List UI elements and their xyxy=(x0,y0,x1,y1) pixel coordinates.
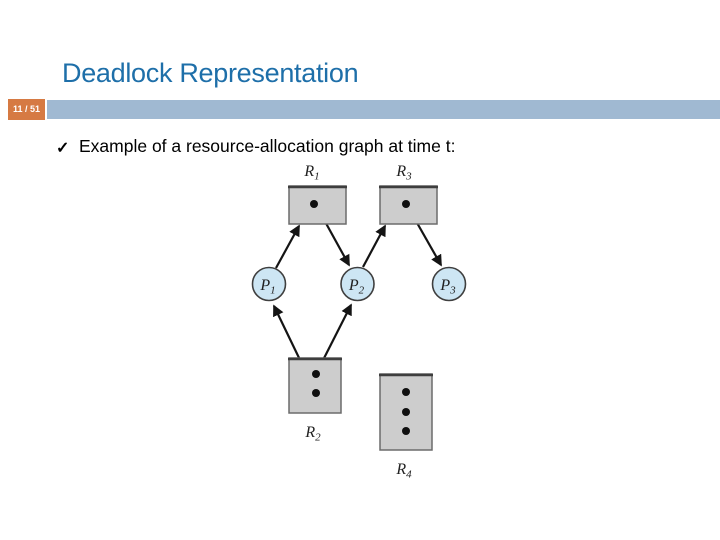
resource-node-r1: R1 xyxy=(288,163,347,225)
resource-instance-dot xyxy=(310,200,318,208)
header-bar xyxy=(47,100,720,119)
process-circle-p2 xyxy=(340,266,375,302)
resource-label-r3: R3 xyxy=(395,163,412,183)
resource-instance-dot xyxy=(402,388,410,396)
process-node-p2: P2 xyxy=(340,266,375,302)
process-label-p2: P2 xyxy=(348,277,365,297)
resource-label-r4: R4 xyxy=(395,461,412,481)
resource-node-r3: R3 xyxy=(379,163,438,225)
resource-instance-dot xyxy=(402,200,410,208)
edge-p2-r3-request xyxy=(362,224,386,268)
resource-instance-dot xyxy=(312,389,320,397)
resource-node-r2: R2 xyxy=(288,357,342,444)
process-label-p1: P1 xyxy=(259,277,275,297)
process-label-p3: P3 xyxy=(439,277,456,297)
process-circle-p1 xyxy=(251,266,287,302)
resource-instance-dot xyxy=(402,427,410,435)
page-number-badge: 11 / 51 xyxy=(8,99,45,120)
page-number: 11 / 51 xyxy=(12,104,41,114)
resource-label-r2: R2 xyxy=(304,424,321,444)
checkmark-bullet-icon: ✓ xyxy=(56,140,70,157)
process-node-p3: P3 xyxy=(431,266,467,302)
process-node-p1: P1 xyxy=(251,266,287,302)
resource-instance-dot xyxy=(402,408,410,416)
slide-title: Deadlock Representation xyxy=(62,58,359,88)
resource-instance-dot xyxy=(312,370,320,378)
resource-box-r2 xyxy=(288,357,342,414)
edge-p1-r1-request xyxy=(275,224,300,269)
resource-label-r1: R1 xyxy=(303,163,319,183)
process-circle-p3 xyxy=(431,266,467,302)
bullet-text: Example of a resource-allocation graph a… xyxy=(79,136,456,156)
resource-node-r4: R4 xyxy=(379,373,433,481)
